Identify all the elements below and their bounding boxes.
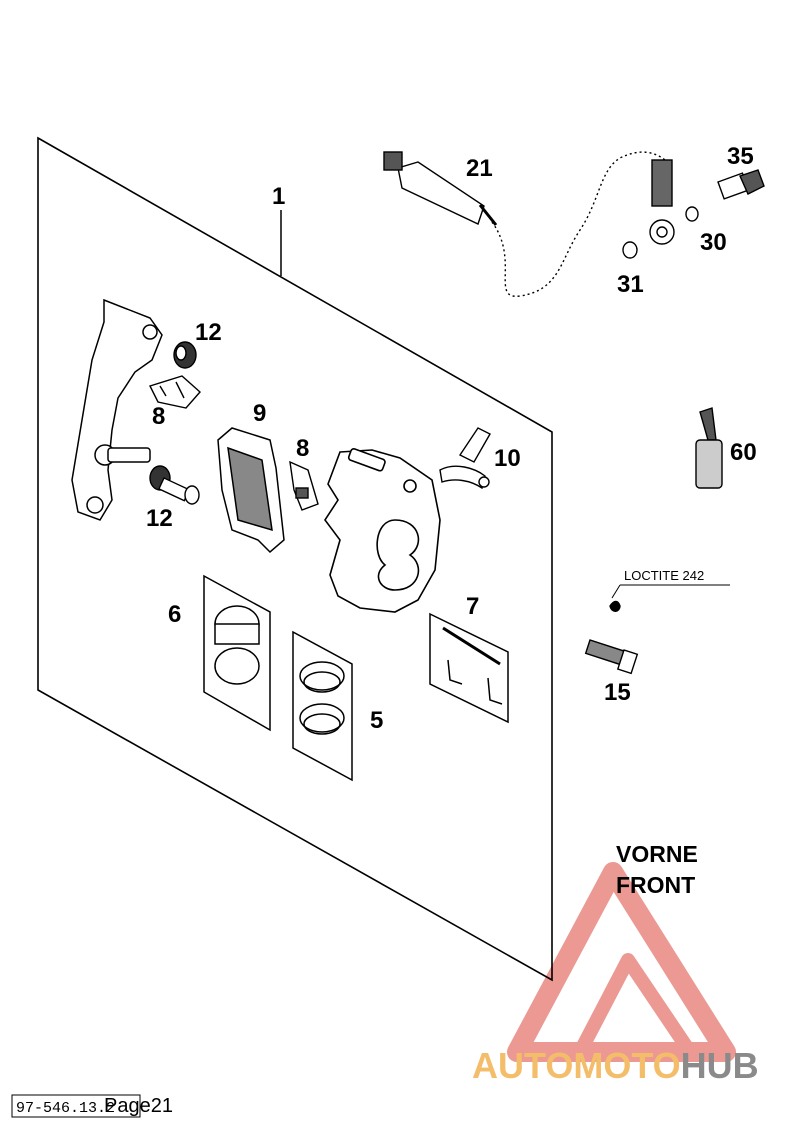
callout-12-lower: 12 <box>146 505 173 532</box>
callout-60: 60 <box>730 439 757 466</box>
callout-1: 1 <box>272 183 285 210</box>
caliper-body <box>324 448 441 613</box>
callout-8-upper: 8 <box>152 403 165 430</box>
loctite-label: LOCTITE 242 <box>624 568 704 583</box>
mounting-screw <box>584 600 639 675</box>
spring-clip-mid <box>289 460 319 511</box>
bushing-upper <box>173 341 197 369</box>
callout-5: 5 <box>370 707 383 734</box>
banjo-bolt <box>717 169 765 200</box>
piston-kit-box <box>203 574 271 732</box>
footer-page: Page21 <box>104 1095 173 1117</box>
watermark-text-part2: HUB <box>681 1045 759 1086</box>
callout-21: 21 <box>466 155 493 182</box>
guide-pin-lower <box>149 465 200 505</box>
callout-35: 35 <box>727 143 754 170</box>
callout-10: 10 <box>494 445 521 472</box>
callout-8-mid: 8 <box>296 435 309 462</box>
callout-31: 31 <box>617 271 644 298</box>
callout-15: 15 <box>604 679 631 706</box>
brake-pad <box>217 427 285 554</box>
loctite-leader-diag <box>611 584 621 599</box>
watermark-logo <box>507 862 736 1062</box>
callout-7: 7 <box>466 593 479 620</box>
direction-label-front: FRONT <box>616 872 695 898</box>
pin-kit-box <box>429 612 509 724</box>
callout-9: 9 <box>253 400 266 427</box>
footer-code: 97-546.13.2 <box>16 1100 115 1117</box>
washer-30 <box>685 206 699 222</box>
bleeder-valve <box>439 427 491 490</box>
callout-6: 6 <box>168 601 181 628</box>
callout-30: 30 <box>700 229 727 256</box>
direction-label-vorne: VORNE <box>616 841 698 867</box>
caliper-assembly-panel <box>37 136 553 982</box>
watermark-text-part1: AUTOMOTO <box>472 1045 681 1086</box>
callout-12-upper: 12 <box>195 319 222 346</box>
spring-clip-upper <box>149 375 201 409</box>
footer-code-box <box>11 1094 141 1118</box>
brake-hose <box>383 151 675 297</box>
watermark-text: AUTOMOTOHUB <box>472 1045 759 1086</box>
seal-kit-box <box>292 630 353 782</box>
caliper-bracket <box>71 298 163 521</box>
loctite-bottle <box>695 407 723 489</box>
washer-31 <box>622 241 638 259</box>
